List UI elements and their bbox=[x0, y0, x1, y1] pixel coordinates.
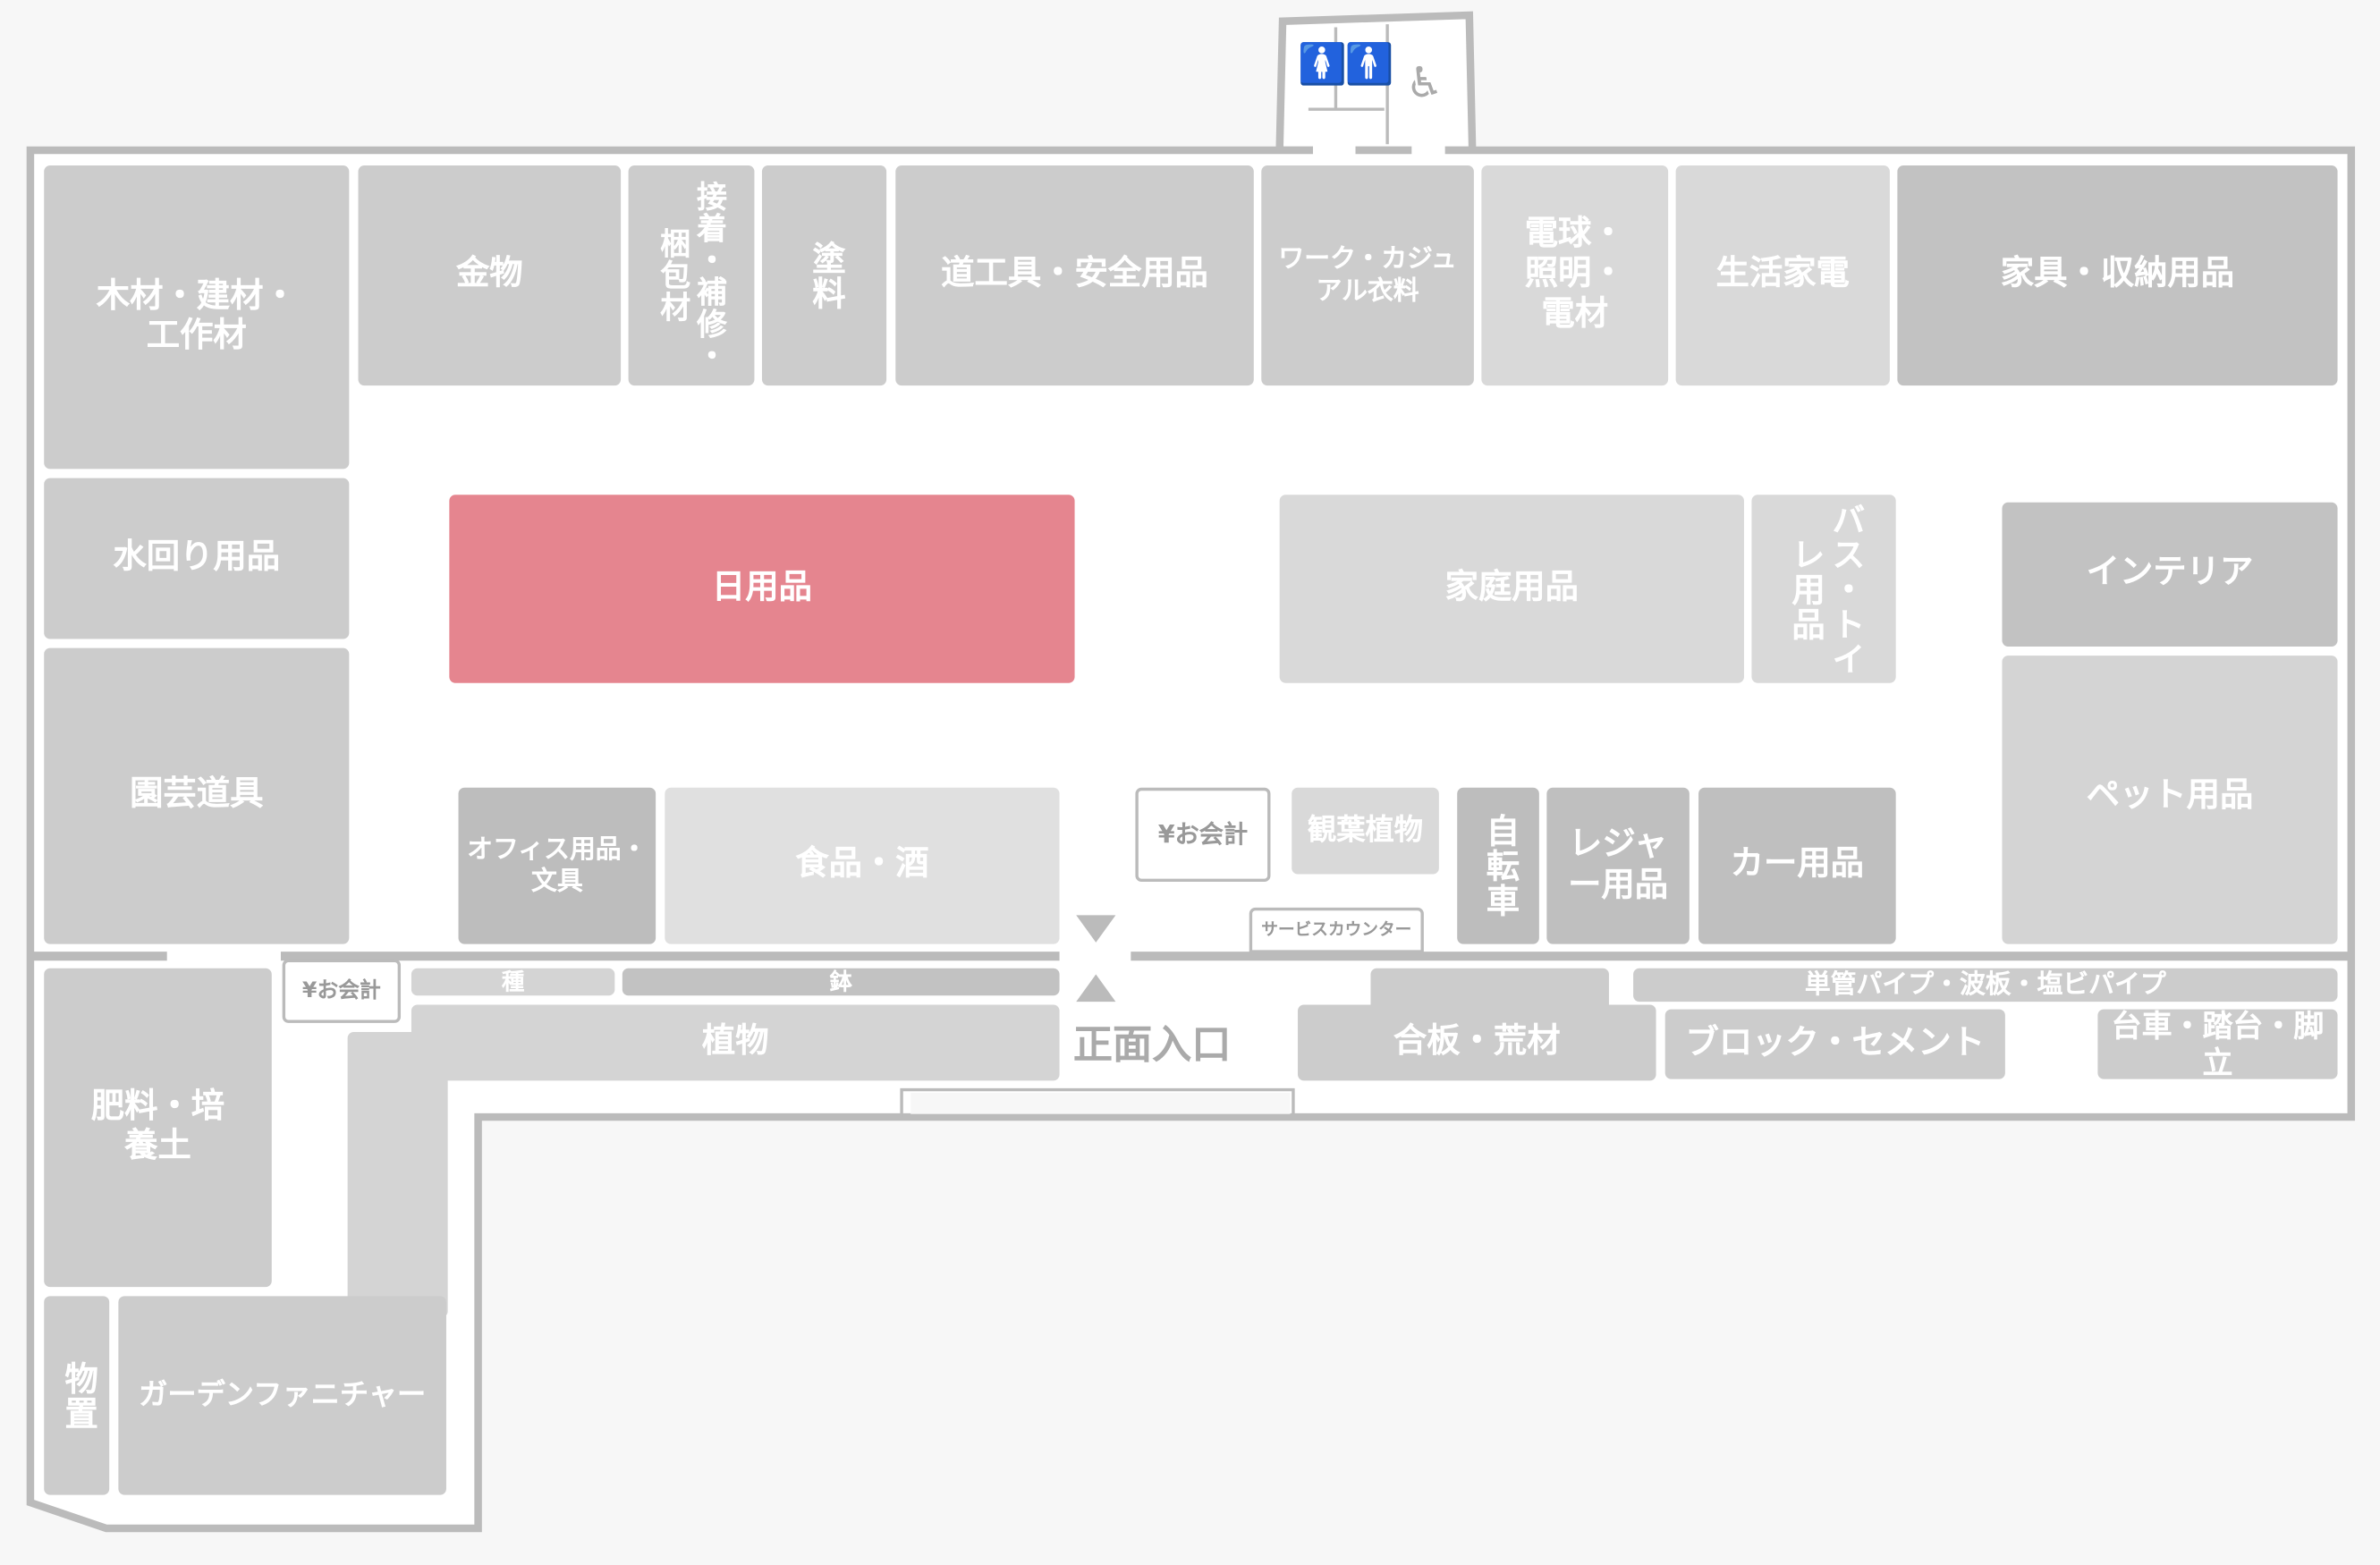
section-plants[interactable]: 植物 bbox=[411, 1004, 1060, 1081]
section-garden-tools[interactable]: 園芸道具 bbox=[44, 647, 350, 944]
section-interior[interactable]: インテリア bbox=[2002, 502, 2338, 647]
checkout-counter-garden[interactable]: ¥お会計 bbox=[282, 959, 402, 1023]
section-car[interactable]: カー用品 bbox=[1698, 787, 1896, 944]
section-storage-shed[interactable]: 物置 bbox=[44, 1296, 110, 1495]
section-pots[interactable]: 鉢 bbox=[622, 968, 1060, 996]
checkout-counter[interactable]: ¥お会計 bbox=[1135, 787, 1271, 883]
section-plywood[interactable]: 合板・荒材 bbox=[1298, 1004, 1656, 1081]
exit-arrow-icon bbox=[1076, 915, 1116, 943]
woman-icon: 🚺 bbox=[1298, 42, 1347, 89]
section-lumber[interactable]: 木材・建材・工作材 bbox=[44, 165, 350, 470]
section-paint[interactable]: 塗料 bbox=[761, 165, 887, 386]
section-bicycle[interactable]: 自転車 bbox=[1457, 787, 1539, 944]
section-food[interactable]: 食品・酒 bbox=[665, 787, 1060, 944]
section-block-cement[interactable]: ブロック・セメント bbox=[1664, 1009, 2005, 1079]
section-daily-goods-highlighted[interactable]: 日用品 bbox=[449, 495, 1075, 683]
section-bath-toilet[interactable]: バス・トイレ用品 bbox=[1751, 495, 1896, 683]
main-entrance-label: 正面入口 bbox=[1072, 1022, 1232, 1069]
section-lighting[interactable]: 電球・照明・電材 bbox=[1481, 165, 1669, 386]
section-hardware[interactable]: 金物 bbox=[358, 165, 622, 386]
section-office[interactable]: オフィス用品・文具 bbox=[458, 787, 656, 944]
section-workwear[interactable]: ワーク・カジュアル衣料 bbox=[1261, 165, 1474, 386]
man-icon: 🚹 bbox=[1344, 42, 1394, 89]
section-seeds[interactable]: 種 bbox=[411, 968, 615, 996]
service-counter[interactable]: サービスカウンター bbox=[1249, 907, 1424, 953]
section-pet[interactable]: ペット用品 bbox=[2002, 656, 2338, 944]
enter-arrow-icon bbox=[1076, 974, 1116, 1002]
section-adhesive[interactable]: 接着・補修・梱包材 bbox=[628, 165, 755, 386]
section-appliances[interactable]: 生活家電 bbox=[1675, 165, 1890, 386]
section-household[interactable]: 家庭用品 bbox=[1279, 495, 1744, 683]
section-carts[interactable]: 台車・踏台・脚立 bbox=[2097, 1008, 2338, 1080]
section-plumbing[interactable]: 水回り用品 bbox=[44, 478, 350, 639]
wheelchair-icon: ♿ bbox=[1405, 57, 1444, 108]
section-fertilizer[interactable]: 肥料・培養土 bbox=[44, 968, 272, 1288]
section-leisure[interactable]: レジャー用品 bbox=[1546, 787, 1690, 944]
section-furniture[interactable]: 家具・収納用品 bbox=[1897, 165, 2338, 386]
section-pipes[interactable]: 単管パイプ・波板・塩ビパイプ bbox=[1633, 968, 2338, 1002]
section-foliage[interactable]: 観葉植物 bbox=[1292, 787, 1439, 875]
section-garden-furniture[interactable]: ガーデンファニチャー bbox=[118, 1296, 446, 1495]
section-tools[interactable]: 道工具・安全用品 bbox=[895, 165, 1254, 386]
